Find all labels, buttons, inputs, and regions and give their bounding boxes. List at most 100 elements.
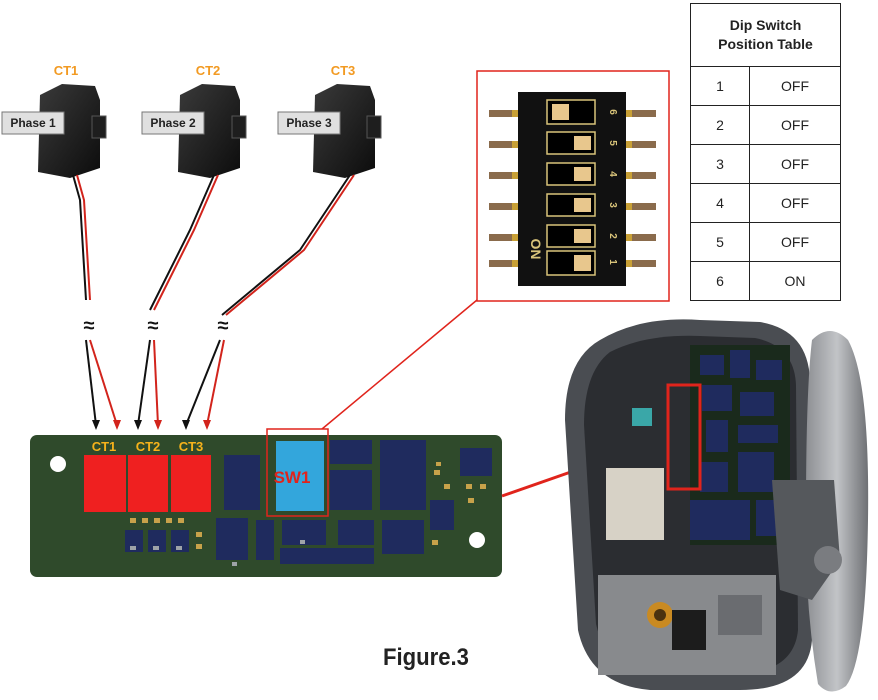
ic-chip (216, 518, 248, 560)
table-header-row: Dip Switch Position Table (690, 3, 841, 67)
relay-ct1 (84, 455, 126, 512)
relay-ct3 (171, 455, 211, 512)
state-cell: OFF (749, 183, 841, 223)
state-cell: OFF (749, 222, 841, 262)
ic-chip (338, 520, 374, 545)
dip-switch-sw1 (276, 441, 324, 511)
phase-label-3: Phase 3 (286, 116, 332, 130)
ic-chip (224, 455, 260, 510)
ct-clip (231, 115, 247, 139)
break-symbol-3: ≈ (218, 315, 229, 337)
table-title-line1: Dip Switch (729, 17, 802, 33)
state-cell: OFF (749, 144, 841, 184)
table-title-line2: Position Table (718, 36, 813, 52)
connector-teal (632, 408, 652, 426)
toggle-3-off (574, 198, 591, 212)
charger-enclosure (565, 319, 869, 692)
ic-chip (330, 470, 372, 510)
dip-pins (489, 110, 656, 267)
phase-tag-2 (141, 111, 205, 135)
position-cell: 5 (690, 222, 750, 262)
ic-chip (171, 530, 189, 552)
ic-chip (125, 530, 143, 552)
table-title: Dip Switch Position Table (690, 3, 841, 67)
break-symbol-1: ≈ (84, 315, 95, 337)
ct-clip (91, 115, 107, 139)
dip-toggles (552, 104, 591, 271)
toggle-1-off (574, 255, 591, 271)
dip-number-5: 5 (607, 140, 618, 146)
dip-number-4: 4 (607, 171, 618, 177)
ct-wires (72, 174, 355, 426)
ct-label-2: CT2 (196, 63, 221, 78)
ic-chip (430, 500, 454, 530)
phase-label-1: Phase 1 (10, 116, 56, 130)
pcb-board: CT1 CT2 CT3 SW1 (30, 428, 502, 577)
ct-body (38, 84, 100, 178)
ct-label-3: CT3 (331, 63, 356, 78)
pcb-ct2-label: CT2 (136, 439, 161, 454)
rcd-module (718, 595, 762, 635)
ct-clamp-2: CT2 Phase 2 (141, 63, 247, 178)
ic-chip (148, 530, 166, 552)
wire-arrowheads (92, 420, 211, 430)
ic-chip (382, 520, 424, 554)
toggle-2-off (574, 229, 591, 243)
phase-tag-1 (1, 111, 65, 135)
position-cell: 4 (690, 183, 750, 223)
dip-switch-zoom: 6 5 4 3 2 1 ON (476, 70, 670, 302)
ic-chip (460, 448, 492, 476)
mounting-hole (50, 456, 66, 472)
dip-number-1: 1 (607, 259, 618, 265)
figure-caption: Figure.3 (383, 644, 469, 671)
dip-on-label: ON (528, 239, 544, 260)
dip-number-3: 3 (607, 202, 618, 208)
phase-tag-3 (277, 111, 341, 135)
toggle-6-on (552, 104, 569, 120)
toggle-5-off (574, 136, 591, 150)
state-cell: OFF (749, 66, 841, 106)
position-cell: 6 (690, 261, 750, 301)
state-cell: OFF (749, 105, 841, 145)
ct-body (313, 84, 375, 178)
sw1-highlight-box (266, 428, 329, 517)
ic-chip (256, 520, 274, 560)
mounting-hole (469, 532, 485, 548)
zoom-connector-line (321, 299, 478, 430)
dip-number-2: 2 (607, 233, 618, 239)
switch-location-highlight (666, 383, 702, 491)
power-module (606, 468, 664, 540)
terminal-connector (672, 610, 706, 650)
position-cell: 3 (690, 144, 750, 184)
position-cell: 1 (690, 66, 750, 106)
ct-clip (366, 115, 382, 139)
sw1-label: SW1 (274, 468, 311, 487)
position-cell: 2 (690, 105, 750, 145)
phase-label-2: Phase 2 (150, 116, 196, 130)
enclosure-door (805, 331, 869, 692)
ct-label-1: CT1 (54, 63, 79, 78)
toggle-4-off (574, 167, 591, 181)
ct-clamp-1: CT1 Phase 1 (1, 63, 107, 178)
ct-clamp-3: CT3 Phase 3 (277, 63, 382, 178)
relay-ct2 (128, 455, 168, 512)
ic-chip (280, 548, 374, 564)
dip-number-6: 6 (607, 109, 618, 115)
pcb-ct1-label: CT1 (92, 439, 117, 454)
smd-parts (130, 462, 486, 549)
state-cell: ON (749, 261, 841, 301)
pcb-ct3-label: CT3 (179, 439, 204, 454)
ic-chip (330, 440, 372, 464)
ct-body (178, 84, 240, 178)
smd-passives (130, 540, 305, 566)
ic-chip (380, 440, 426, 510)
break-symbol-2: ≈ (148, 315, 159, 337)
